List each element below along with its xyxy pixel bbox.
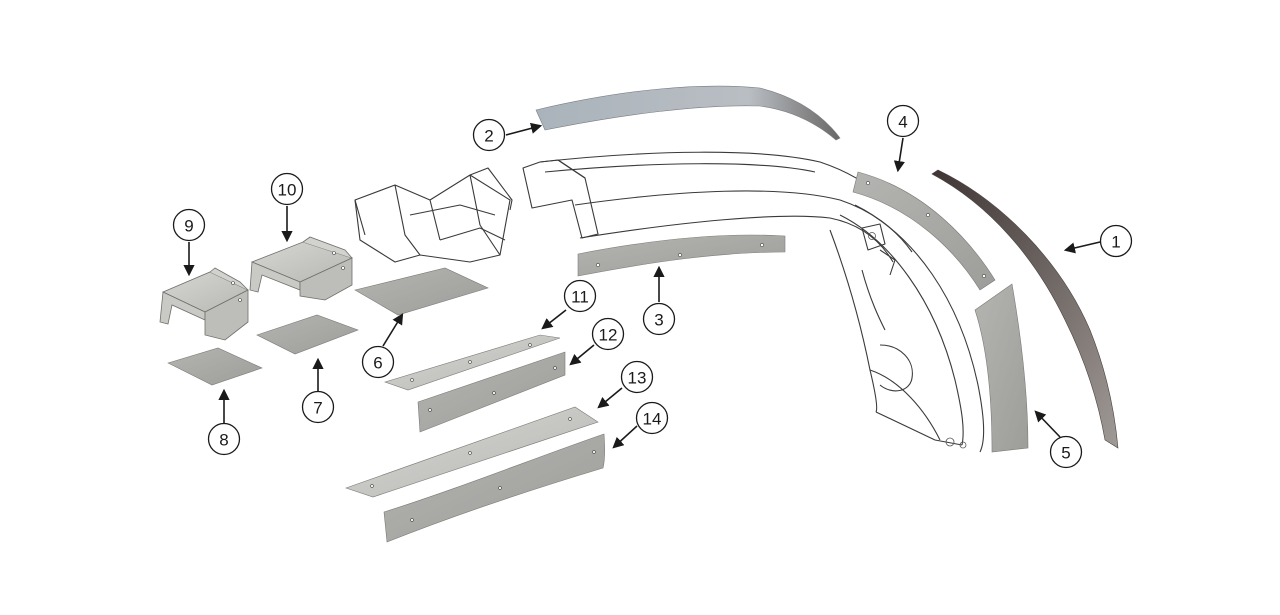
arrow-5 — [1034, 410, 1061, 438]
callout-label-3: 3 — [654, 311, 663, 330]
callout-13: 13 — [620, 360, 654, 394]
panel-5 — [974, 283, 1029, 453]
callout-label-14: 14 — [643, 410, 662, 429]
callout-label-5: 5 — [1061, 444, 1070, 463]
callout-label-4: 4 — [898, 113, 907, 132]
callout-label-12: 12 — [599, 326, 618, 345]
callout-label-8: 8 — [219, 431, 228, 450]
callout-label-1: 1 — [1111, 233, 1120, 252]
callout-8: 8 — [207, 422, 241, 456]
panel-8 — [167, 347, 263, 386]
callout-2: 2 — [472, 118, 506, 152]
callout-10: 10 — [270, 172, 304, 206]
panel-1 — [931, 169, 1119, 449]
panel-12-holes — [428, 366, 557, 412]
panel-13-holes — [370, 417, 572, 488]
callout-label-13: 13 — [628, 369, 647, 388]
part-9-bracket — [159, 267, 249, 341]
panel-11-holes — [410, 343, 532, 382]
part-10-bracket — [249, 236, 354, 301]
callout-label-10: 10 — [278, 181, 297, 200]
arrow-14 — [612, 425, 638, 449]
panel-6 — [354, 267, 489, 316]
callout-7: 7 — [301, 390, 335, 424]
callout-1: 1 — [1099, 224, 1133, 258]
arrow-2 — [505, 122, 543, 136]
panel-4-holes — [866, 181, 986, 278]
callout-6: 6 — [361, 345, 395, 379]
panel-2 — [535, 85, 841, 141]
callout-12: 12 — [591, 317, 625, 351]
callout-11: 11 — [563, 279, 597, 313]
callout-9: 9 — [172, 208, 206, 242]
panel-13 — [345, 406, 599, 498]
panel-12 — [417, 351, 566, 433]
arrow-13 — [597, 387, 623, 409]
callout-14: 14 — [635, 401, 669, 435]
panel-3-holes — [596, 243, 764, 267]
arrow-1 — [1063, 241, 1101, 254]
callout-label-11: 11 — [571, 288, 589, 307]
callout-5: 5 — [1049, 435, 1083, 469]
arrow-11 — [541, 309, 567, 330]
callout-label-9: 9 — [184, 217, 193, 236]
panel-11 — [384, 334, 561, 391]
callout-3: 3 — [642, 302, 676, 336]
arrow-6 — [382, 313, 404, 347]
panel-14-holes — [410, 450, 596, 522]
panel-4 — [852, 171, 996, 291]
panel-14 — [383, 433, 605, 543]
fender-frame-outline — [522, 151, 985, 453]
front-bracket-outline — [354, 167, 513, 263]
arrow-4 — [893, 137, 905, 173]
arrow-12 — [569, 344, 595, 366]
callout-label-7: 7 — [313, 399, 322, 418]
callout-label-6: 6 — [373, 354, 382, 373]
callout-label-2: 2 — [484, 127, 493, 146]
callout-arrows — [183, 122, 1101, 449]
panel-7 — [256, 314, 359, 355]
callout-4: 4 — [886, 104, 920, 138]
